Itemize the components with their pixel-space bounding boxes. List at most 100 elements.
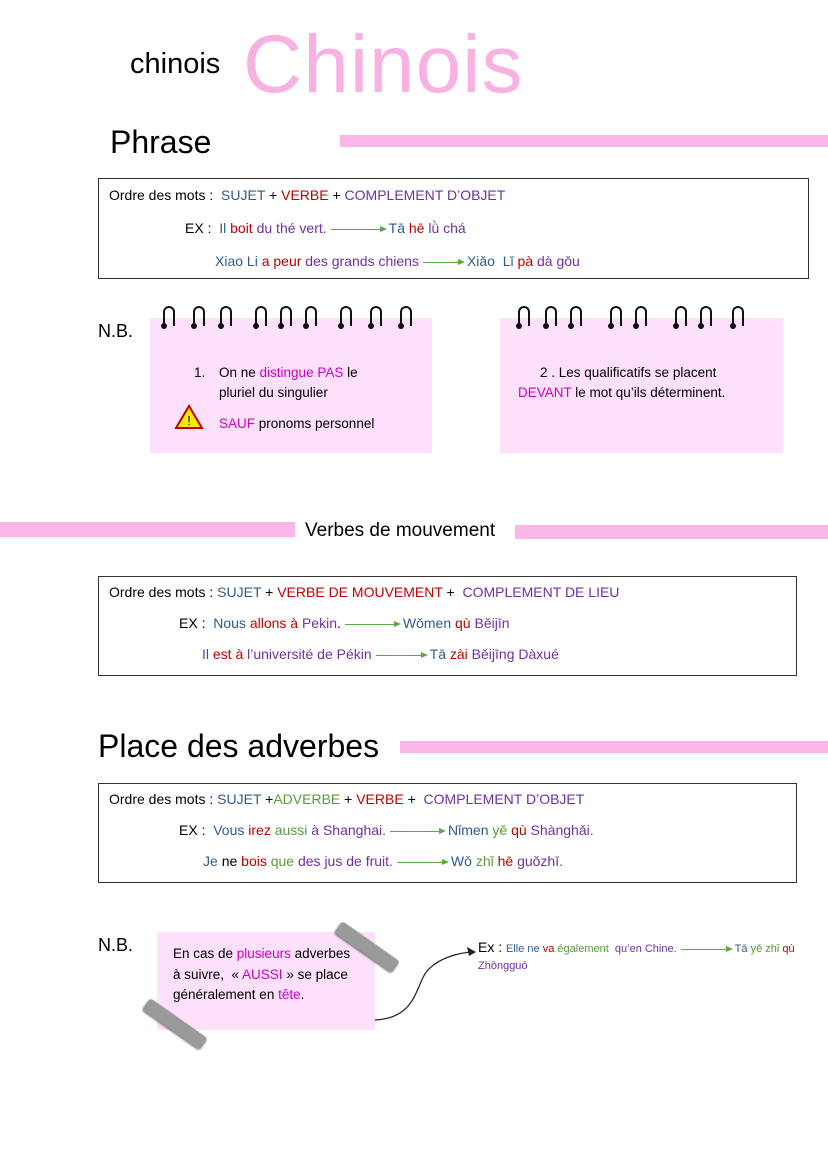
- text-segment: Il: [219, 220, 231, 236]
- text-segment: Shànghǎi.: [526, 822, 594, 838]
- text-segment: des jus de fruit.: [297, 853, 393, 869]
- text-segment: Tā: [734, 943, 751, 955]
- text-segment: .: [300, 987, 305, 1002]
- text-segment: le: [343, 365, 358, 380]
- text-segment: +: [340, 791, 357, 807]
- pink-bar: [0, 522, 295, 537]
- note-text: En cas de plusieurs adverbes: [173, 944, 350, 964]
- arrow-icon: [330, 225, 387, 232]
- text-segment: qu’en Chine.: [614, 943, 677, 955]
- example-line: EX : Nous allons à Pekin.Wǒmen qù Běijīn: [179, 615, 510, 631]
- text-segment: Pekin: [298, 615, 337, 631]
- arrow-icon: [680, 945, 733, 952]
- section-title-phrase: Phrase: [110, 124, 212, 160]
- note-text: SAUF pronoms personnel: [219, 414, 374, 434]
- rule-line: Ordre des mots : SUJET + VERBE DE MOUVEM…: [109, 584, 619, 600]
- text-segment: yě zhǐ: [750, 943, 783, 955]
- text-segment: va: [542, 943, 555, 955]
- text-segment: qù: [455, 615, 471, 631]
- text-segment: Nǐmen: [448, 822, 493, 838]
- text-segment: hē: [497, 853, 514, 869]
- text-segment: DEVANT: [518, 385, 572, 400]
- text-segment: yě: [492, 822, 512, 838]
- text-segment: Elle ne: [506, 943, 543, 955]
- text-segment: que: [266, 853, 298, 869]
- text-segment: SUJET: [221, 187, 266, 203]
- text-segment: +: [261, 584, 278, 600]
- text-segment: le mot qu’ils déterminent.: [571, 385, 726, 400]
- text-segment: pluriel du singulier: [219, 385, 328, 400]
- text-segment: EX :: [185, 220, 220, 236]
- arrow-icon: [396, 858, 449, 865]
- text-segment: des grands chiens: [301, 253, 419, 269]
- text-segment: bois: [241, 853, 267, 869]
- example-line: EX : Il boit du thé vert.Tā hē lǜ chá: [185, 220, 466, 236]
- text-segment: EX :: [179, 822, 214, 838]
- arrow-icon: [344, 620, 401, 627]
- text-segment: Běijīn: [470, 615, 510, 631]
- note-text: DEVANT le mot qu’ils déterminent.: [518, 383, 725, 403]
- page-title: chinois: [130, 48, 221, 80]
- text-segment: plusieurs: [236, 946, 291, 961]
- note-text: à suivre, « AUSSI » se place: [173, 965, 348, 985]
- text-segment: l’université de Pékin: [243, 646, 372, 662]
- example-line: EX : Vous irez aussi à Shanghai.Nǐmen yě…: [179, 822, 594, 838]
- note-text: pluriel du singulier: [219, 383, 328, 403]
- note-number: 1.: [194, 365, 206, 380]
- arrow-icon: [422, 258, 465, 265]
- text-segment: pà: [517, 253, 534, 269]
- text-segment: tête: [278, 987, 301, 1002]
- curved-arrow-icon: [374, 947, 476, 1021]
- word-order-box-2: Ordre des mots : SUJET + VERBE DE MOUVEM…: [98, 576, 797, 676]
- note-text: 2 . Les qualificatifs se placent: [540, 363, 716, 383]
- text-segment: irez: [248, 822, 271, 838]
- text-segment: Ex :: [478, 939, 507, 955]
- text-segment: Ordre des mots :: [109, 584, 218, 600]
- text-segment: » se place: [282, 967, 348, 982]
- text-segment: Nous: [213, 615, 250, 631]
- notebook-note-1: 1. On ne distingue PAS le pluriel du sin…: [150, 306, 432, 453]
- text-segment: Vous: [213, 822, 249, 838]
- text-segment: Zhōngguó: [478, 943, 798, 972]
- rule-line: Ordre des mots : SUJET +ADVERBE + VERBE …: [109, 791, 584, 807]
- nb-label: N.B.: [98, 935, 134, 955]
- text-segment: Il: [202, 646, 213, 662]
- text-segment: Xiǎo Lǐ: [466, 253, 518, 269]
- text-segment: guǒzhī.: [513, 853, 564, 869]
- text-segment: 2 . Les qualificatifs se placent: [540, 365, 717, 380]
- text-segment: SAUF: [219, 416, 256, 431]
- notebook-note-2: 2 . Les qualificatifs se placent DEVANT …: [500, 306, 783, 453]
- text-segment: Ordre des mots :: [109, 187, 222, 203]
- text-segment: également: [554, 943, 615, 955]
- text-segment: Wǒmen: [402, 615, 456, 631]
- text-segment: Xiao Li: [215, 253, 262, 269]
- text-segment: distingue PAS: [259, 365, 344, 380]
- text-segment: hē: [408, 220, 425, 236]
- text-segment: ADVERBE: [273, 791, 341, 807]
- pink-bar: [340, 135, 828, 147]
- text-segment: EX :: [179, 615, 214, 631]
- text-segment: COMPLEMENT D’OBJET: [423, 791, 585, 807]
- text-segment: On ne: [219, 365, 260, 380]
- text-segment: qù: [511, 822, 527, 838]
- text-segment: Je: [203, 853, 222, 869]
- text-segment: VERBE DE MOUVEMENT: [277, 584, 443, 600]
- text-segment: boit: [230, 220, 253, 236]
- arrow-icon: [375, 651, 428, 658]
- text-segment: adverbes: [290, 946, 351, 961]
- text-segment: zài: [449, 646, 468, 662]
- pink-bar: [515, 525, 828, 539]
- text-segment: Wǒ: [450, 853, 476, 869]
- text-segment: généralement en: [173, 987, 279, 1002]
- text-segment: +: [442, 584, 463, 600]
- section-title-adverbes: Place des adverbes: [98, 728, 380, 764]
- decorative-title: Chinois: [243, 19, 524, 110]
- word-order-box-1: Ordre des mots : SUJET + VERBE + COMPLEM…: [98, 178, 809, 279]
- text-segment: +: [328, 187, 345, 203]
- example-line: Je ne bois que des jus de fruit.Wǒ zhǐ h…: [203, 853, 563, 869]
- text-segment: du thé vert.: [252, 220, 327, 236]
- text-segment: lǜ chá: [424, 220, 466, 236]
